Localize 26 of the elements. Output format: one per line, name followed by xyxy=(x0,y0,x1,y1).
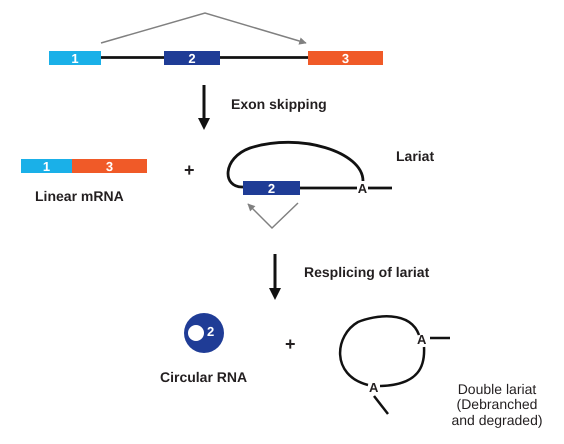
label: + xyxy=(284,335,297,355)
rna-strand xyxy=(220,56,308,59)
label: A xyxy=(368,381,380,396)
exon-number: 2 xyxy=(207,325,214,338)
label: + xyxy=(183,161,196,181)
exon-bar: 1 xyxy=(21,159,72,173)
exon-bar: 2 xyxy=(243,181,300,195)
label: A xyxy=(416,333,428,348)
caption: Double lariat (Debranched and degraded) xyxy=(450,382,544,428)
rna-strand xyxy=(368,186,392,190)
exon-bar: 3 xyxy=(72,159,147,173)
rna-strand xyxy=(226,140,364,188)
branch-point: A xyxy=(357,181,368,195)
label: Resplicing of lariat xyxy=(303,265,430,280)
splice-arrow xyxy=(247,202,299,230)
label: Exon skipping xyxy=(230,97,328,112)
exon-bar: 2 xyxy=(164,51,220,65)
rna-strand xyxy=(101,56,164,59)
label: Lariat xyxy=(395,149,436,164)
rna-strand xyxy=(300,186,357,190)
exon-bar: 1 xyxy=(49,51,101,65)
exon-bar: 3 xyxy=(308,51,383,65)
circular-rna-ring xyxy=(184,313,224,353)
label: Linear mRNA xyxy=(34,189,125,204)
splice-arrow xyxy=(100,12,307,45)
label: Circular RNA xyxy=(159,370,248,386)
